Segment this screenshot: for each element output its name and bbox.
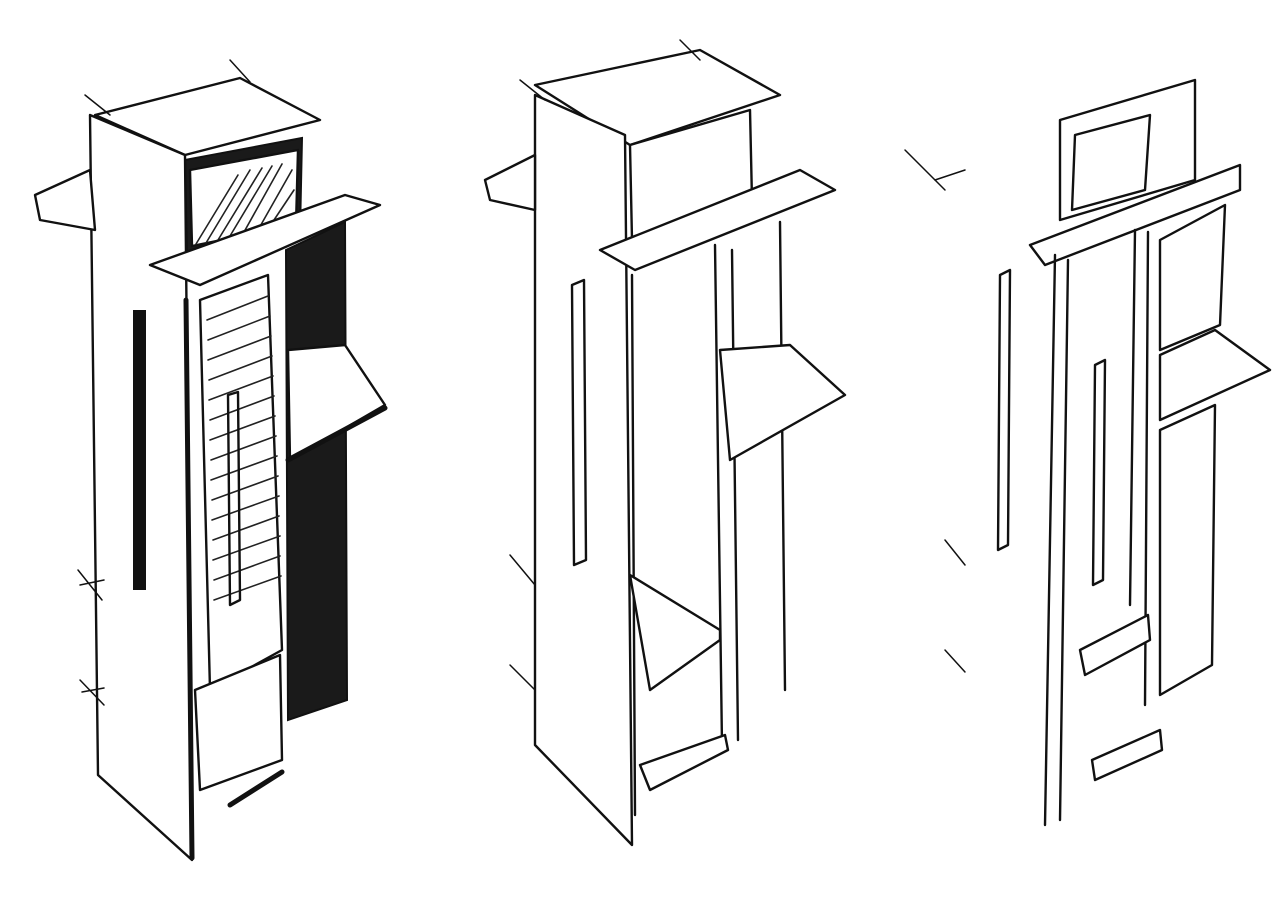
- column-slot-3: [996, 268, 1012, 552]
- edge-line-b: [713, 243, 724, 747]
- column-slot-2: [570, 278, 588, 567]
- side-cantilever: [33, 168, 97, 232]
- edge-line-f: [1058, 258, 1070, 822]
- balcony-edge: [285, 405, 388, 463]
- balcony-slab-3: [1158, 328, 1272, 422]
- edge-line-e: [1043, 253, 1057, 827]
- edge-line-a: [630, 273, 637, 817]
- tick-marks-2: [509, 39, 701, 691]
- tick-marks-3: [904, 149, 966, 673]
- lower-box-edge: [227, 769, 285, 808]
- lower-shelf-2: [628, 573, 722, 692]
- sketch-1-shaded-tower: [33, 59, 388, 862]
- column-shadow-edge: [183, 297, 195, 861]
- lower-shelf-3: [1078, 613, 1152, 677]
- louver-lines: [206, 295, 282, 601]
- top-hatching: [195, 163, 295, 245]
- mid-slab: [148, 193, 382, 287]
- inner-slot: [226, 390, 242, 607]
- sketch-3-exploded-tower: [904, 78, 1272, 827]
- bottom-shelf-2: [638, 733, 730, 792]
- lower-right-panel-3: [1158, 403, 1217, 697]
- edge-line-d: [778, 220, 787, 692]
- sketch-2-outline-tower: [483, 39, 847, 847]
- column-slot: [133, 310, 146, 590]
- inner-slot-3: [1091, 358, 1107, 587]
- balcony-slab-2: [718, 343, 847, 462]
- side-cantilever-2: [483, 153, 537, 212]
- upper-right-panel-3: [1158, 203, 1227, 352]
- edge-line-c: [730, 248, 740, 742]
- louver-panel: [198, 273, 284, 692]
- edge-line-g: [1128, 228, 1137, 607]
- top-panel-3: [1058, 78, 1197, 222]
- bottom-shelf-3: [1090, 728, 1164, 782]
- tick-marks-1: [77, 59, 251, 706]
- mid-slab-2: [598, 168, 837, 272]
- balcony-slab: [286, 343, 387, 462]
- mid-beam-3: [1028, 163, 1242, 267]
- front-column-2: [533, 93, 634, 847]
- dark-back-wall: [284, 220, 349, 722]
- lower-box: [193, 653, 284, 792]
- top-window-3: [1070, 113, 1152, 212]
